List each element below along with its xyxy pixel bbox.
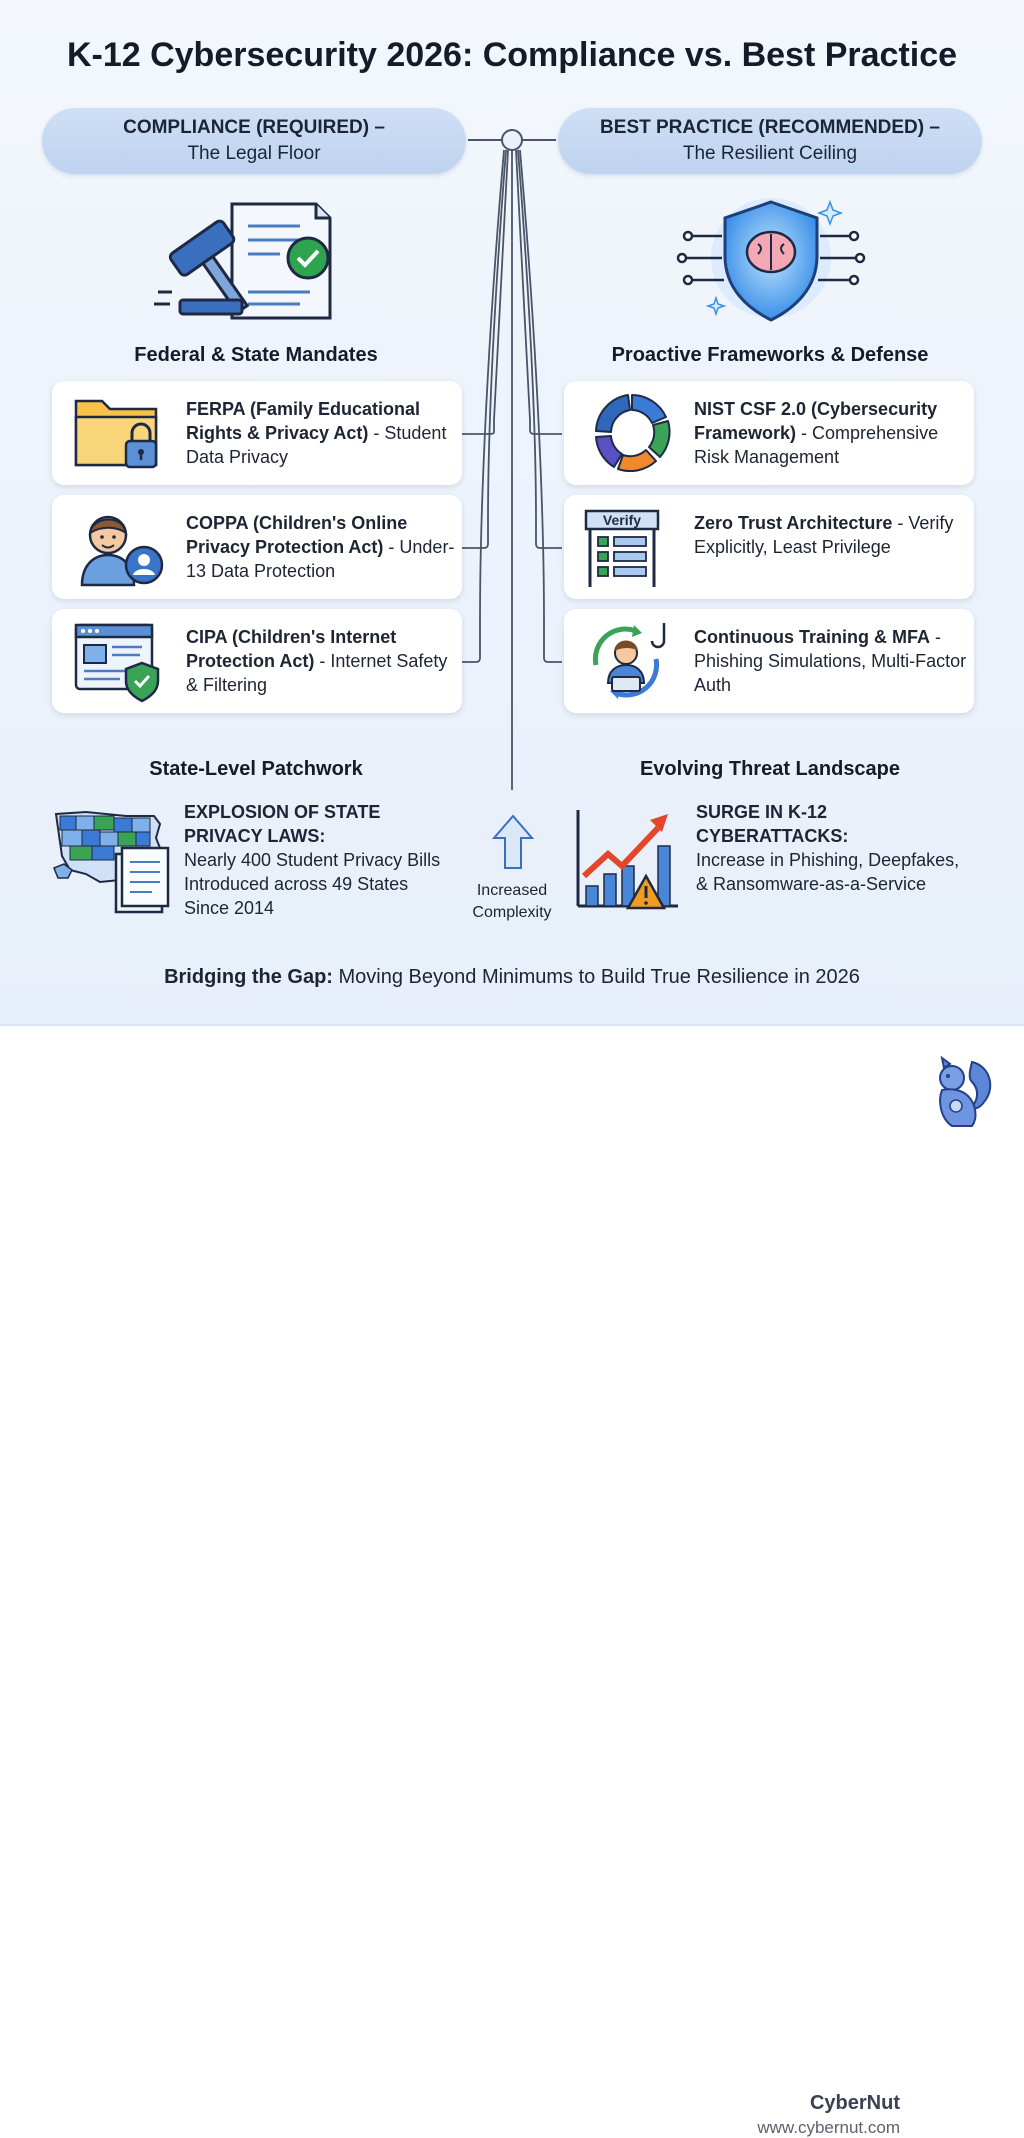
zero-trust-card: Verify Zero Trust Architecture - Verify … [564,495,974,599]
card-desc: Verify Explicitly, Least Privilege [694,513,954,557]
card-desc: Student Data Privacy [186,423,447,467]
card-title: FERPA (Family Educational Rights & Priva… [186,399,421,443]
infographic: K-12 Cybersecurity 2026: Compliance vs. … [0,0,1024,1026]
card-title: NIST CSF 2.0 (Cybersecurity Framework) [694,399,938,443]
cipa-card: CIPA (Children's Internet Protection Act… [52,609,462,713]
best-practice-header-line1: BEST PRACTICE (RECOMMENDED) – [600,117,940,138]
left-section-title: Federal & State Mandates [134,344,378,366]
card-desc: Under-13 Data Protection [186,537,455,581]
ferpa-text: FERPA (Family Educational Rights & Priva… [186,399,447,467]
brand-name: CyberNut [809,2092,900,2114]
right-section-title: Proactive Frameworks & Defense [611,344,929,366]
compliance-header-pill: COMPLIANCE (REQUIRED) – The Legal Floor [42,108,466,174]
training-card: Continuous Training & MFA - Phishing Sim… [564,609,974,713]
browser-shield-icon [74,623,160,703]
verify-gate-icon: Verify [584,509,660,587]
us-map-documents-icon [53,810,170,914]
card-title: COPPA (Children's Online Privacy Protect… [186,513,408,557]
card-desc: Phishing Simulations, Multi-Factor Auth [694,651,967,695]
card-title: Zero Trust Architecture [694,513,893,533]
best-practice-header-pill: BEST PRACTICE (RECOMMENDED) – The Resili… [558,108,982,174]
nist-text: NIST CSF 2.0 (Cybersecurity Framework) -… [694,399,939,467]
verify-label: Verify [603,512,641,528]
footer: CyberNut www.cybernut.com [0,1026,1024,2137]
bridging-gap-bold: Bridging the Gap: [164,966,333,988]
center-connector [462,129,562,790]
state-laws-text: EXPLOSION OF STATE PRIVACY LAWS: Nearly … [184,800,454,920]
compliance-header-line2: The Legal Floor [187,143,321,164]
state-laws-heading: EXPLOSION OF STATE PRIVACY LAWS: [184,802,381,846]
compliance-header-line1: COMPLIANCE (REQUIRED) – [123,117,385,138]
zero-trust-text: Zero Trust Architecture - Verify Explici… [694,513,954,557]
center-node [501,129,523,151]
training-text: Continuous Training & MFA - Phishing Sim… [694,627,967,695]
bridging-gap-statement: Bridging the Gap: Moving Beyond Minimums… [0,966,1024,989]
rising-chart-warning-icon [576,810,678,910]
brain-shield-icon [676,198,866,322]
cyberattacks-heading: SURGE IN K-12 CYBERATTACKS: [696,802,849,846]
nist-card: NIST CSF 2.0 (Cybersecurity Framework) -… [564,381,974,485]
increased-complexity-label: Increased Complexity [472,882,552,921]
coppa-text: COPPA (Children's Online Privacy Protect… [186,513,455,581]
state-laws-desc: Nearly 400 Student Privacy Bills Introdu… [184,850,441,918]
bridging-gap-text: Moving Beyond Minimums to Build True Res… [332,966,860,988]
user-training-cycle-icon [592,623,666,699]
state-patchwork-title: State-Level Patchwork [149,758,363,780]
cyberattacks-desc: Increase in Phishing, Deepfakes, & Ranso… [696,850,960,894]
coppa-card: COPPA (Children's Online Privacy Protect… [52,495,462,599]
ferpa-card: FERPA (Family Educational Rights & Priva… [52,381,462,485]
cipa-text: CIPA (Children's Internet Protection Act… [186,627,448,695]
best-practice-header-line2: The Resilient Ceiling [682,143,858,164]
card-title: Continuous Training & MFA [694,627,930,647]
child-profile-icon [80,515,164,587]
up-arrow-icon [491,814,535,869]
folder-lock-icon [74,399,158,469]
threat-landscape-title: Evolving Threat Landscape [639,758,901,780]
cyberattacks-text: SURGE IN K-12 CYBERATTACKS: Increase in … [696,800,966,896]
brand-url: www.cybernut.com [757,2118,900,2137]
gavel-document-check-icon [154,202,332,320]
card-desc: Internet Safety & Filtering [186,651,448,695]
brand: CyberNut www.cybernut.com [757,2092,900,2138]
framework-cycle-icon [595,394,671,472]
page-title: K-12 Cybersecurity 2026: Compliance vs. … [66,36,958,74]
card-desc: Comprehensive Risk Management [694,423,939,467]
card-title: CIPA (Children's Internet Protection Act… [186,627,397,671]
squirrel-logo-icon [939,1056,992,1127]
